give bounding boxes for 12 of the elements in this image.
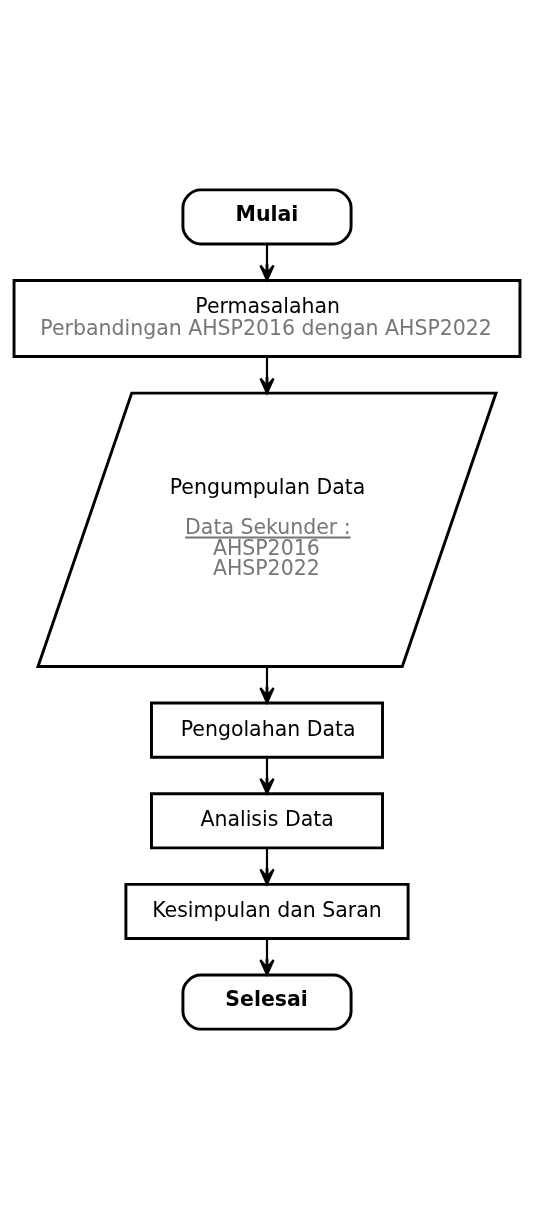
arrow — [259, 847, 275, 885]
arrow — [259, 938, 275, 976]
node-box: Mulai — [181, 187, 353, 245]
arrow — [259, 243, 275, 281]
arrow — [259, 756, 275, 794]
arrow — [259, 356, 275, 394]
node-box: Analisis Data — [150, 791, 384, 849]
node-box: Pengolahan Data — [150, 701, 384, 759]
node-box: Selesai — [181, 973, 353, 1031]
arrow — [259, 666, 275, 704]
node-box: Kesimpulan dan Saran — [124, 882, 410, 940]
node-box: Permasalahan Perbandingan AHSP2016 dengan AHSP2022 — [12, 278, 522, 358]
